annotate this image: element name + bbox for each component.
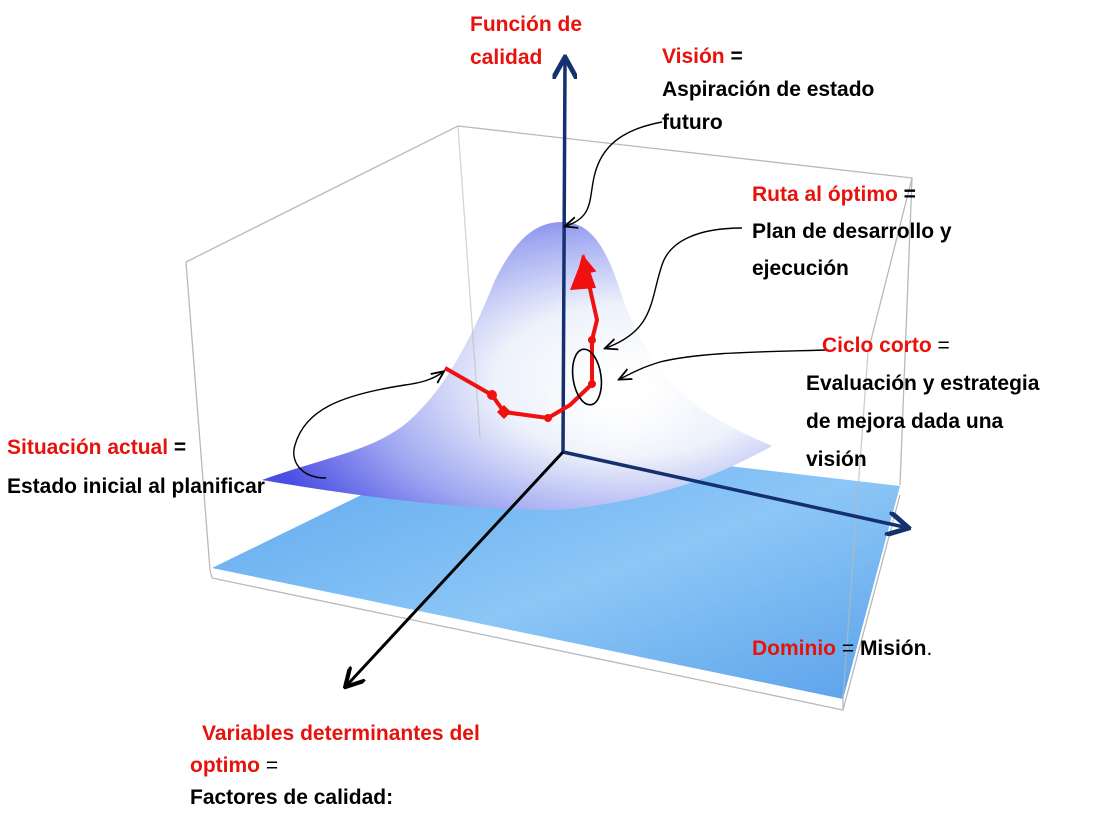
route-to-optimum-path: [444, 254, 599, 420]
variables-line1: Variables determinantes del: [202, 722, 480, 745]
vision-eq: =: [724, 45, 743, 68]
domain-eq: =: [836, 637, 860, 660]
route-label: Ruta al óptimo = Plan de desarrollo y ej…: [752, 176, 952, 287]
short-cycle-line3: visión: [806, 448, 867, 471]
route-eq: =: [897, 183, 916, 206]
variables-label: Variables determinantes del optimo = Fac…: [190, 718, 480, 814]
quality-function-line1: Función de: [470, 13, 582, 36]
short-cycle-line1: Evaluación y estrategia: [806, 372, 1040, 395]
current-situation-title: Situación actual: [7, 436, 169, 459]
variables-line2: optimo: [190, 754, 260, 777]
vertical-axis: [563, 62, 565, 453]
short-cycle-line2: de mejora dada una: [806, 410, 1004, 433]
bounding-box-back: [185, 125, 913, 571]
path-arrowhead: [570, 254, 596, 290]
front-axis: [348, 450, 565, 684]
domain-value: Misión: [859, 637, 927, 660]
current-situation-line1: Estado inicial al planificar: [7, 475, 265, 498]
vision-label: Visión = Aspiración de estado futuro: [662, 40, 874, 139]
short-cycle-title: Ciclo corto: [822, 334, 932, 357]
route-title: Ruta al óptimo: [752, 183, 898, 206]
current-situation-label: Situación actual = Estado inicial al pla…: [7, 428, 265, 506]
short-cycle-ellipse: [571, 348, 603, 406]
vision-title: Visión: [662, 45, 725, 68]
short-cycle-eq: =: [931, 334, 950, 357]
vision-line2: futuro: [662, 111, 723, 134]
domain-label: Dominio = Misión.: [752, 634, 932, 663]
domain-title: Dominio: [752, 637, 836, 660]
variables-eq: =: [259, 754, 279, 777]
quality-function-label: Función de calidad: [470, 8, 582, 74]
surface-floor: [212, 437, 900, 699]
variables-line3: Factores de calidad:: [190, 786, 394, 809]
route-points: [487, 336, 596, 422]
surface-hill: [262, 222, 772, 510]
current-situation-eq: =: [168, 436, 187, 459]
short-cycle-label: Ciclo corto = Evaluación y estrategia de…: [806, 327, 1039, 479]
domain-end: .: [926, 637, 933, 660]
route-line1: Plan de desarrollo y: [752, 220, 952, 243]
quality-function-line2: calidad: [470, 46, 543, 69]
route-line2: ejecución: [752, 257, 849, 280]
right-axis: [562, 450, 904, 527]
callout-connectors: [293, 121, 827, 479]
vision-line1: Aspiración de estado: [662, 78, 875, 101]
